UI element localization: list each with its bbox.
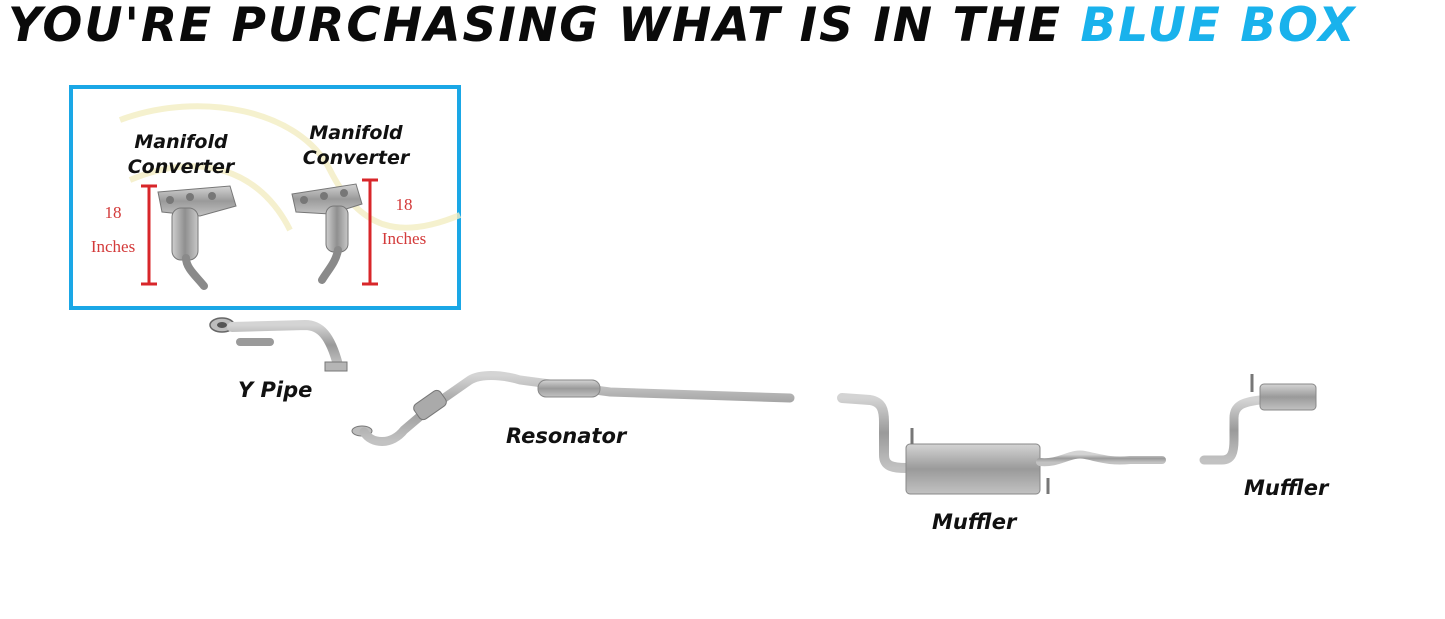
y-pipe-image [209, 317, 348, 372]
left-converter-label: Manifold Converter [118, 130, 244, 180]
title-highlight: BLUE BOX [1080, 0, 1357, 53]
resonator-label: Resonator [506, 424, 627, 448]
right-converter-label-line1: Manifold [309, 122, 403, 144]
title-main: YOU'RE PURCHASING WHAT IS IN THE [8, 0, 1063, 53]
right-converter-label: Manifold Converter [290, 121, 422, 171]
left-measurement-number: 18 [104, 203, 122, 222]
right-manifold-converter-image [291, 183, 363, 284]
right-measurement-bar [362, 178, 378, 286]
left-manifold-converter-image [157, 185, 237, 290]
watermark-swoosh [118, 103, 462, 232]
blue-selection-box [69, 85, 461, 310]
middle-muffler-label: Muffler [932, 510, 1017, 534]
resonator-image [351, 371, 795, 446]
right-measurement-number: 18 [395, 195, 413, 214]
page-title: YOU'RE PURCHASING WHAT IS IN THE BLUE BO… [8, 0, 1443, 54]
right-converter-label-line2: Converter [302, 147, 410, 169]
rear-muffler-image [1199, 374, 1364, 465]
left-measurement-bar [141, 184, 157, 286]
middle-muffler-image [837, 393, 1166, 495]
right-measurement-unit: Inches [381, 229, 427, 248]
left-converter-label-line2: Converter [127, 156, 235, 178]
right-measurement-text: 18 Inches [372, 188, 436, 256]
left-measurement-unit: Inches [90, 237, 136, 256]
y-pipe-label: Y Pipe [238, 378, 313, 402]
left-measurement-text: 18 Inches [82, 196, 144, 264]
left-converter-label-line1: Manifold [134, 131, 228, 153]
rear-muffler-label: Muffler [1244, 476, 1329, 500]
